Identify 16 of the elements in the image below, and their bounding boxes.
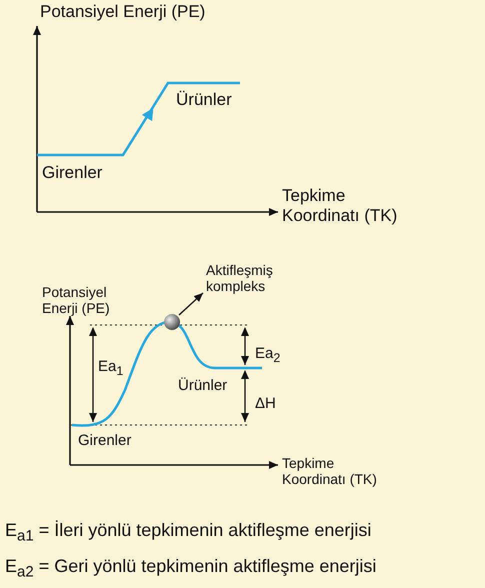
axis-title: Tepkime Koordinatı (TK) <box>282 455 378 488</box>
energy-label: Ea$_{1}$ <box>98 358 124 378</box>
product-label: Ürünler <box>176 90 233 110</box>
axis-title: Potansiyel Enerji (PE) <box>42 284 111 316</box>
axis-title: Potansiyel Enerji (PE) <box>40 2 206 22</box>
definition-text: E$_{a2}$ = Geri yönlü tepkimenin aktifleşme enerjisi <box>5 556 378 581</box>
node-label: Aktifleşmiş kompleks <box>206 262 296 294</box>
definition-text: E$_{a1}$ = İleri yönlü tepkimenin aktifleşme enerjisi <box>5 520 372 545</box>
enthalpy-label: ΔH <box>255 395 277 412</box>
leader-arrow <box>178 292 204 316</box>
axis-title: Tepkime Koordinatı (TK) <box>282 186 398 226</box>
reactant-label: Girenler <box>78 432 132 450</box>
energy-label: Ea$_{2}$ <box>255 345 282 366</box>
reactant-label: Girenler <box>42 163 104 183</box>
sphere-icon <box>164 314 180 330</box>
product-label: Ürünler <box>178 377 228 394</box>
